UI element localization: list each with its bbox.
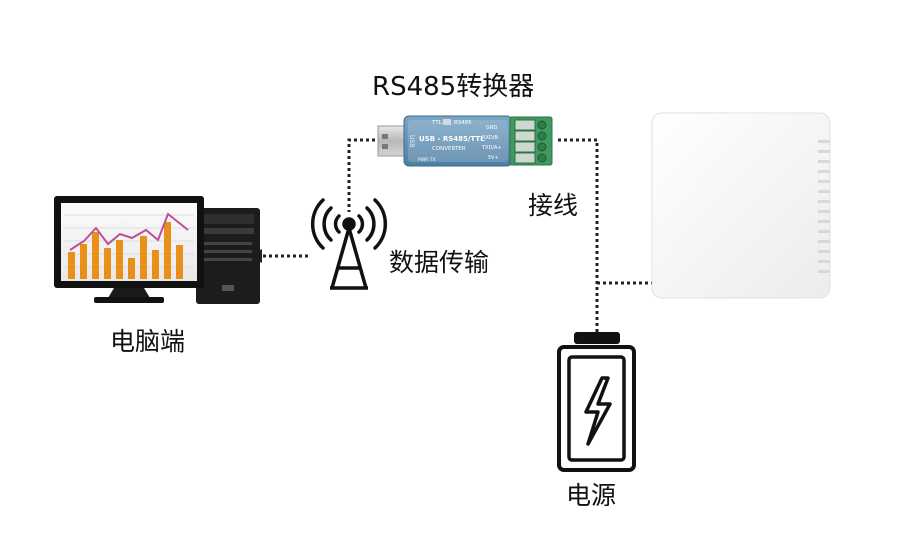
sensor-box [651,112,831,299]
chart-line [69,212,189,251]
pc-label: 电脑端 [110,327,186,356]
data-transfer-label: 数据传输 [389,248,490,277]
antenna-icon [310,198,388,290]
lightning-bolt [584,376,612,446]
connection-lines [263,138,655,332]
converter-pin-0: GND [486,125,498,131]
converter-title: USB - RS485/TTL [419,135,485,143]
converter-pin-1: RXD/B- [482,135,500,141]
converter-mode-rs485: RS485 [454,120,472,126]
power-supply-label: 电源 [566,481,617,510]
rs485-converter-device: USB TTL RS485 USB - RS485/TTL CONVERTER … [377,115,553,167]
converter-leds: PWR TX [418,157,436,163]
converter-usb-text: USB [408,135,415,147]
line-converter-to-bus [558,138,599,332]
wiring-label: 接线 [528,191,579,220]
converter-label: RS485转换器 [372,72,535,102]
chart-bars [68,222,183,279]
battery-icon [557,332,636,472]
converter-mode-ttl: TTL [431,120,443,126]
converter-pin-2: TXD/A+ [481,145,502,151]
converter-pin-3: 5V+ [488,155,499,161]
computer-icon [54,196,260,304]
converter-subtitle: CONVERTER [432,146,466,152]
